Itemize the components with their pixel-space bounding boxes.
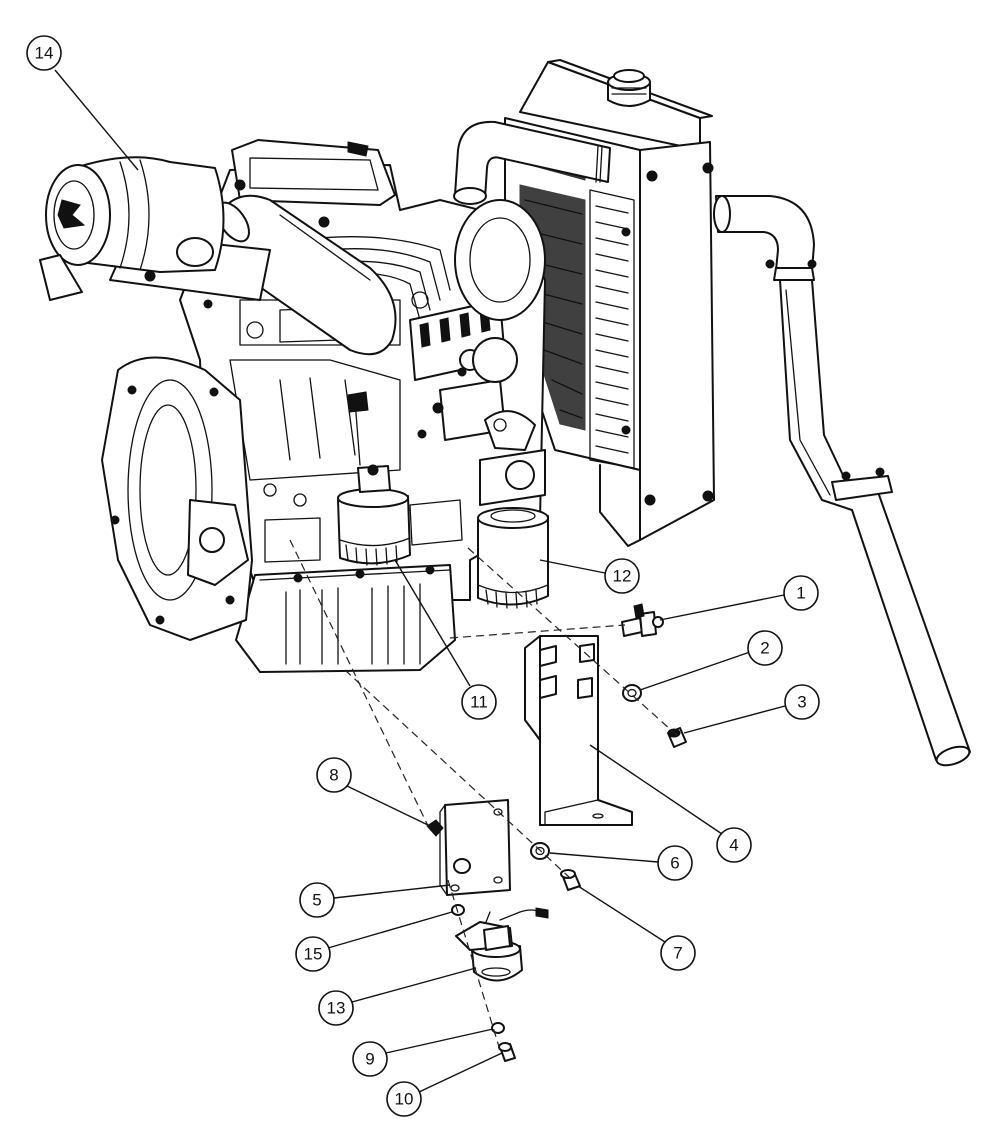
callout-7-label: 7	[673, 944, 682, 963]
part-5-plate	[439, 799, 511, 896]
oil-filter	[337, 464, 411, 566]
callout-11-label: 11	[470, 693, 488, 712]
callout-9-label: 9	[365, 1050, 374, 1069]
part-3-bolt	[667, 727, 687, 748]
upper-coolant-hose	[453, 120, 611, 205]
fuel-filter	[477, 507, 549, 609]
callout-14-label: 14	[35, 44, 54, 63]
part-10-bolt	[498, 1042, 516, 1062]
flywheel-housing	[101, 356, 253, 641]
callout-11: 11	[394, 559, 497, 720]
callout-12-label: 12	[613, 567, 632, 586]
part-9-washer	[491, 1022, 505, 1034]
part-2-washer	[622, 684, 642, 702]
callout-1: 1	[659, 575, 819, 621]
callout-6: 6	[549, 845, 693, 881]
callout-5: 5	[299, 882, 451, 918]
callout-12: 12	[539, 558, 640, 594]
part-13-fuel-pump	[455, 907, 549, 982]
lower-coolant-hose	[713, 195, 971, 767]
callout-10: 10	[386, 1052, 503, 1117]
air-cleaner	[39, 156, 271, 309]
radiator-fins	[595, 205, 629, 454]
callout-2: 2	[639, 630, 783, 691]
callout-3: 3	[683, 684, 820, 734]
callout-8: 8	[316, 757, 431, 827]
callout-4: 4	[589, 744, 752, 863]
callout-14: 14	[26, 35, 139, 171]
callout-4-label: 4	[729, 836, 738, 855]
callout-3-label: 3	[797, 693, 806, 712]
part-15-washer	[451, 904, 465, 916]
callout-2-label: 2	[760, 639, 769, 658]
callout-13: 13	[318, 967, 477, 1026]
callout-9: 9	[352, 1028, 494, 1077]
callout-5-label: 5	[312, 891, 321, 910]
part-1-fitting	[621, 603, 664, 637]
callout-8-label: 8	[329, 766, 338, 785]
radiator-cap	[607, 69, 651, 107]
callout-15: 15	[295, 911, 453, 972]
part-7-nut	[560, 869, 581, 891]
callout-10-label: 10	[395, 1090, 414, 1109]
part-8-nut	[426, 819, 444, 837]
callout-15-label: 15	[304, 945, 323, 964]
callout-13-label: 13	[327, 999, 346, 1018]
air-intake-tube	[216, 194, 397, 356]
callout-6-label: 6	[670, 854, 679, 873]
callouts: 1 2 3 4 5 6 7	[26, 35, 820, 1117]
assembly-lines	[289, 539, 681, 1051]
callout-7: 7	[577, 885, 696, 971]
part-4-bracket	[524, 635, 633, 826]
callout-1-label: 1	[796, 584, 805, 603]
